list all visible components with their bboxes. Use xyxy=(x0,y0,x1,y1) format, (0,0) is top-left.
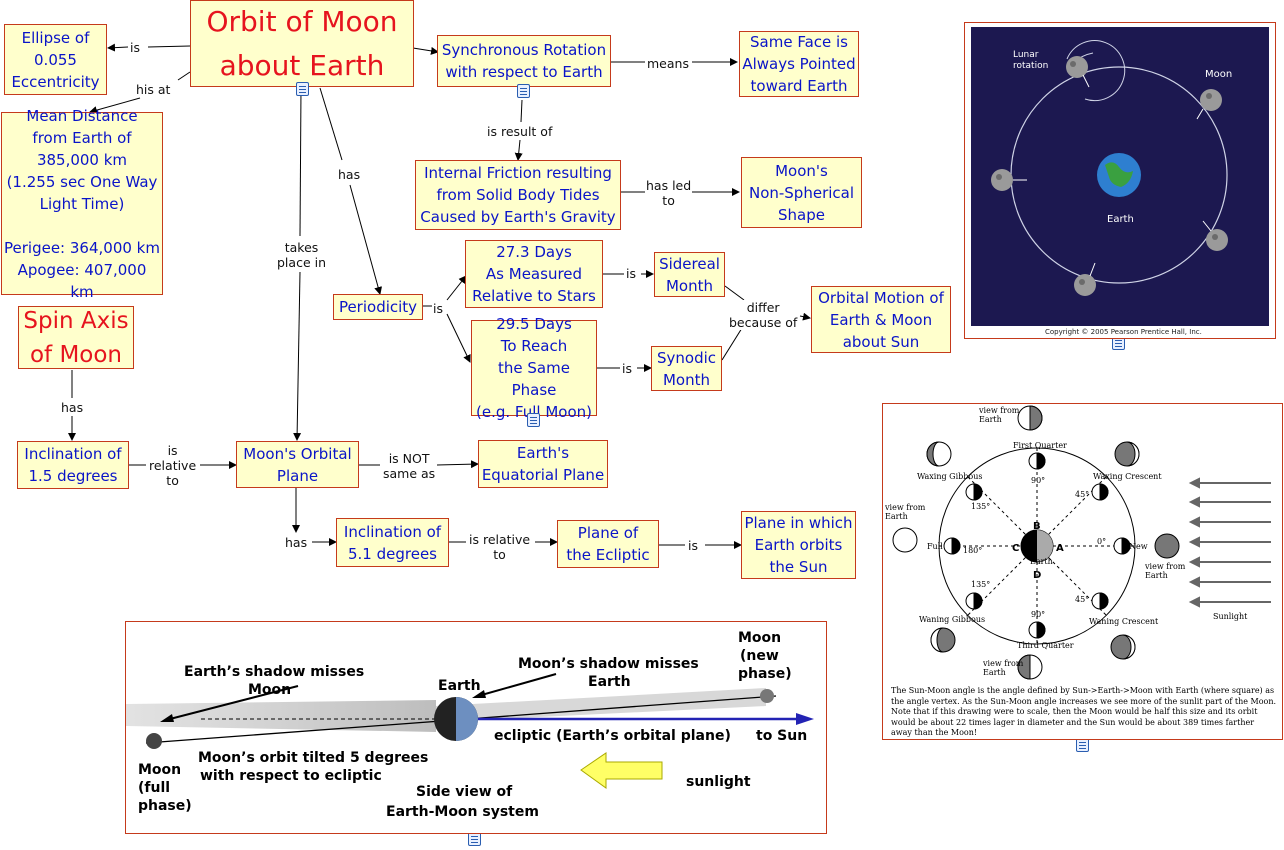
label-earth: Earth xyxy=(1107,214,1134,225)
label-first-quarter: First Quarter xyxy=(1013,441,1067,450)
node-moons-orbital-plane[interactable]: Moon's Orbital Plane xyxy=(236,441,359,488)
label-third-quarter: Third Quarter xyxy=(1017,641,1074,650)
label-angle-135: 135° xyxy=(971,502,990,511)
label-copyright: Copyright © 2005 Pearson Prentice Hall, … xyxy=(1045,328,1202,336)
label-angle-0: 0° xyxy=(1097,537,1106,546)
label-waxing-crescent: Waxing Crescent xyxy=(1093,472,1162,481)
label-moon: Moon xyxy=(1205,69,1232,80)
node-sidereal-month[interactable]: Sidereal Month xyxy=(654,252,725,297)
label-point-a: A xyxy=(1056,543,1064,554)
link-label-differ-because-of: differ because of xyxy=(728,300,799,330)
node-spin-axis[interactable]: Spin Axis of Moon xyxy=(18,306,134,369)
label-waxing-gibbous: Waxing Gibbous xyxy=(917,472,982,481)
label-angle-180: 180° xyxy=(963,546,982,555)
node-earths-equatorial-plane[interactable]: Earth's Equatorial Plane xyxy=(478,440,608,488)
label-full: Full xyxy=(927,542,943,551)
node-periodicity[interactable]: Periodicity xyxy=(333,294,423,320)
node-synodic-month[interactable]: Synodic Month xyxy=(651,346,722,391)
node-plane-earth-orbits-sun[interactable]: Plane in which Earth orbits the Sun xyxy=(741,511,856,579)
node-inclination-5-1[interactable]: Inclination of 5.1 degrees xyxy=(336,518,449,567)
node-internal-friction[interactable]: Internal Friction resulting from Solid B… xyxy=(415,160,621,230)
resource-document-icon[interactable] xyxy=(517,84,530,98)
label-angle-45: 45° xyxy=(1075,490,1089,499)
label-sunlight: sunlight xyxy=(686,774,751,790)
label-earth: Earth xyxy=(1030,557,1053,566)
link-label-has: has xyxy=(337,167,362,182)
link-label-his-at: his at xyxy=(135,82,172,97)
label-ecliptic: ecliptic (Earth’s orbital plane) xyxy=(494,728,731,744)
label-new: New xyxy=(1129,542,1148,551)
phase-caption: The Sun-Moon angle is the angle defined … xyxy=(891,686,1277,737)
label-earth: Earth xyxy=(438,678,481,694)
resource-document-icon[interactable] xyxy=(527,413,540,427)
node-same-face[interactable]: Same Face is Always Pointed toward Earth xyxy=(739,31,859,97)
link-label-takes-place-in: takes place in xyxy=(276,240,327,270)
link-label-has-inclination: has xyxy=(284,535,309,550)
node-orbit-of-moon[interactable]: Orbit of Moon about Earth xyxy=(190,0,414,87)
label-point-c: C xyxy=(1012,543,1019,554)
node-synchronous-rotation[interactable]: Synchronous Rotation with respect to Ear… xyxy=(437,35,611,87)
node-ellipse[interactable]: Ellipse of 0.055 Eccentricity xyxy=(4,24,107,95)
link-label-is-relative-to-2: is relative to xyxy=(468,532,532,562)
label-sunlight: Sunlight xyxy=(1213,612,1248,621)
link-label-is-not-same-as: is NOT same as xyxy=(382,451,437,481)
node-plane-of-ecliptic[interactable]: Plane of the Ecliptic xyxy=(557,520,659,568)
label-angle-45: 45° xyxy=(1075,595,1089,604)
link-label-is: is xyxy=(129,40,141,55)
resource-document-icon[interactable] xyxy=(296,82,309,96)
label-waning-crescent: Waning Crescent xyxy=(1089,617,1159,626)
label-point-b: B xyxy=(1033,521,1041,532)
label-to-sun: to Sun xyxy=(756,728,807,744)
node-orbital-motion[interactable]: Orbital Motion of Earth & Moon about Sun xyxy=(811,286,951,353)
link-label-means: means xyxy=(646,56,690,71)
link-label-has-spin: has xyxy=(60,400,85,415)
label-waning-gibbous: Waning Gibbous xyxy=(919,615,985,624)
link-label-is-sidereal: is xyxy=(625,266,637,281)
link-label-is-plane: is xyxy=(687,538,699,553)
node-27-3-days[interactable]: 27.3 Days As Measured Relative to Stars xyxy=(465,240,603,308)
link-label-is-result-of: is result of xyxy=(486,124,554,139)
node-mean-distance[interactable]: Mean Distance from Earth of 385,000 km (… xyxy=(1,107,163,301)
label-angle-90: 90° xyxy=(1031,610,1045,619)
node-non-spherical[interactable]: Moon's Non-Spherical Shape xyxy=(741,157,862,228)
node-29-5-days[interactable]: 29.5 Days To Reach the Same Phase (e.g. … xyxy=(471,315,597,421)
link-label-is-periodicity: is xyxy=(432,301,444,316)
link-label-is-synodic: is xyxy=(621,361,633,376)
node-inclination-1-5[interactable]: Inclination of 1.5 degrees xyxy=(17,441,129,489)
label-angle-135: 135° xyxy=(971,580,990,589)
label-angle-90: 90° xyxy=(1031,476,1045,485)
link-label-is-relative-to: is relative to xyxy=(148,443,198,488)
link-label-has-led-to: has led to xyxy=(645,178,693,208)
label-point-d: D xyxy=(1033,570,1041,581)
